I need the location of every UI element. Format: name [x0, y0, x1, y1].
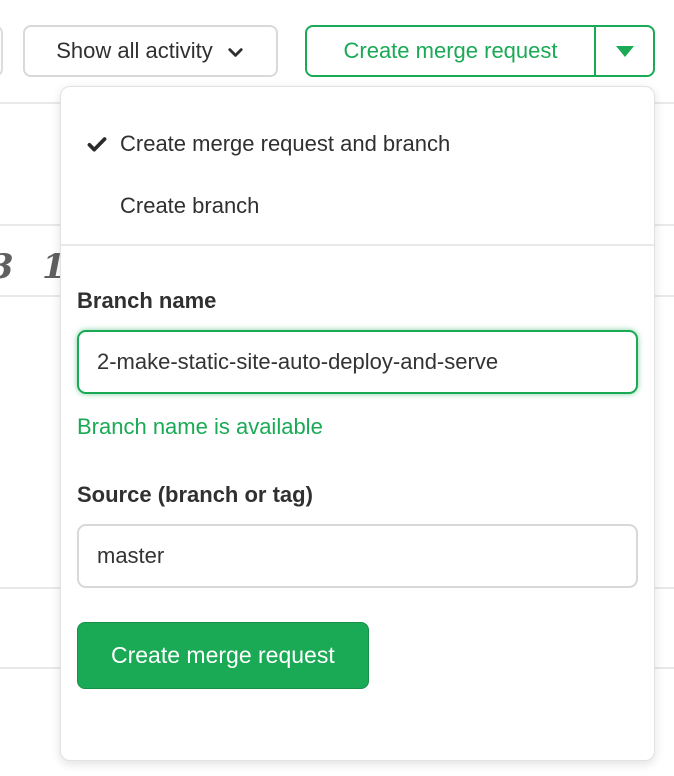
chevron-down-icon — [228, 47, 243, 57]
background-partial-text: 1 — [42, 247, 66, 287]
menu-item-label: Create merge request and branch — [120, 131, 451, 156]
show-all-activity-button[interactable]: Show all activity — [23, 25, 278, 77]
split-button-dropdown-toggle[interactable] — [594, 27, 653, 75]
menu-item-create-branch[interactable]: Create branch — [61, 175, 654, 237]
create-branch-form: Branch name Branch name is available Sou… — [61, 288, 654, 689]
branch-name-label: Branch name — [77, 288, 217, 313]
menu-item-create-mr-and-branch[interactable]: Create merge request and branch — [61, 113, 654, 175]
submit-button-label: Create merge request — [111, 642, 335, 668]
cutoff-button-edge — [0, 25, 3, 77]
source-label: Source (branch or tag) — [77, 482, 313, 507]
branch-name-availability-message: Branch name is available — [77, 414, 323, 439]
create-merge-request-split-button[interactable]: Create merge request — [305, 25, 655, 77]
menu-item-label: Create branch — [120, 193, 260, 218]
check-icon — [86, 133, 120, 155]
source-input[interactable] — [77, 524, 638, 588]
dropdown-divider — [61, 244, 654, 246]
create-merge-request-button-label: Create merge request — [343, 38, 558, 63]
show-all-activity-label: Show all activity — [56, 38, 213, 63]
background-partial-text: 3 — [0, 250, 14, 284]
caret-down-icon — [615, 45, 634, 57]
create-merge-request-button[interactable]: Create merge request — [307, 27, 594, 75]
create-merge-request-dropdown-panel: Create merge request and branch Create b… — [60, 86, 655, 761]
create-merge-request-submit-button[interactable]: Create merge request — [77, 622, 369, 689]
dropdown-option-list: Create merge request and branch Create b… — [61, 87, 654, 237]
branch-name-input[interactable] — [77, 330, 638, 394]
